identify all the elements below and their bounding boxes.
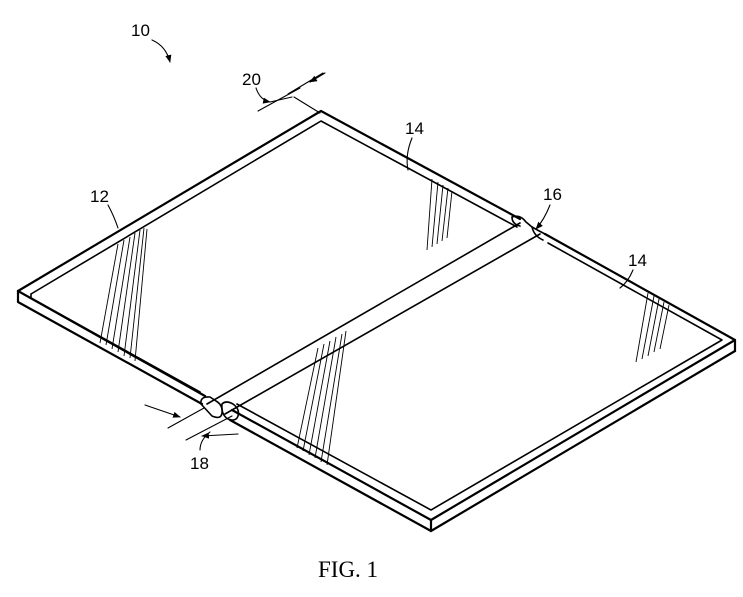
ref-label-gap-top: 20 bbox=[242, 70, 261, 89]
dimension-gap-top bbox=[257, 72, 326, 114]
center-divider bbox=[206, 222, 541, 415]
dimension-gap-bottom bbox=[144, 404, 239, 441]
hinge-front bbox=[200, 396, 240, 421]
leader-lines bbox=[107, 39, 634, 451]
hinge-back bbox=[511, 215, 546, 241]
ref-label-assembly: 10 bbox=[131, 21, 150, 40]
frame-outline bbox=[16, 109, 737, 533]
ref-label-gap-bottom: 18 bbox=[190, 454, 209, 473]
figure-caption: FIG. 1 bbox=[318, 557, 378, 582]
ref-label-panel-upper: 14 bbox=[405, 119, 424, 138]
ref-label-frame: 12 bbox=[90, 187, 109, 206]
glass-hatching bbox=[99, 178, 670, 466]
ref-label-panel-right: 14 bbox=[628, 251, 647, 270]
ref-label-hinge: 16 bbox=[543, 185, 562, 204]
